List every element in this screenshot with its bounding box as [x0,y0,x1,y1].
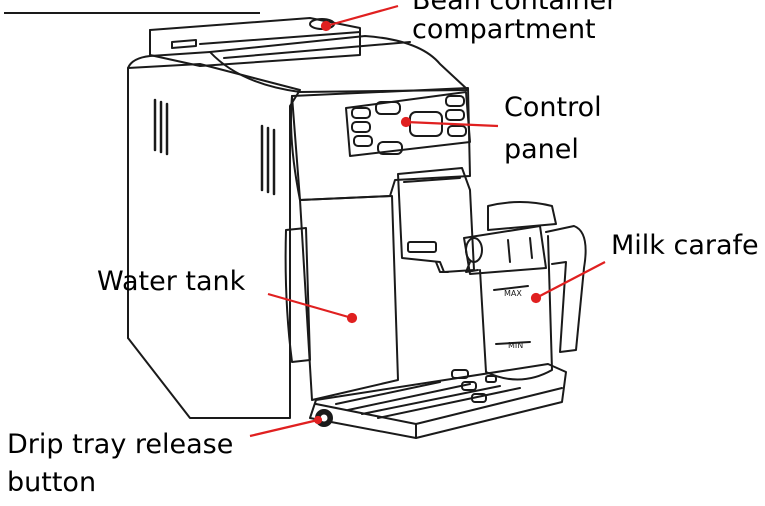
water-tank [284,195,399,401]
leader-milk-dot [530,292,542,304]
label-water-tank: Water tank [97,266,246,297]
leader-bean [325,4,399,28]
label-drip-line2: button [7,467,97,498]
leader-drip [249,418,319,438]
carafe-max-mark: MAX [504,289,522,298]
leader-milk [535,261,606,299]
label-milk-carafe: Milk carafe [611,230,759,261]
coffee-spout [397,167,475,273]
label-bean-compartment-line1: Bean container [412,0,618,16]
label-control-line1: Control [504,92,602,123]
leader-control [405,120,499,128]
label-control-line2: panel [504,134,579,165]
leader-control-dot [400,116,412,128]
top-left-underline [4,12,260,14]
machine-body-left [127,51,301,419]
leader-drip-dot [313,415,323,425]
drip-tray [309,363,567,439]
front-upper-panel [290,87,471,201]
label-bean-compartment-line2: compartment [412,14,596,45]
label-drip-line1: Drip tray release [7,429,234,460]
carafe-min-mark: MIN [508,341,523,350]
leader-lines [249,4,606,438]
leader-bean-dot [320,20,332,32]
leader-water-dot [346,312,358,324]
milk-carafe [463,201,587,381]
leader-water [267,292,353,320]
